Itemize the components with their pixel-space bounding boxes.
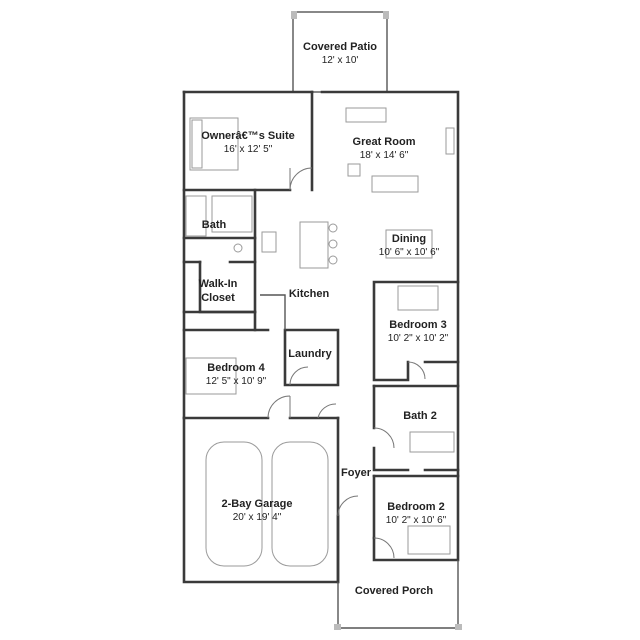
room-name: Bedroom 2 bbox=[387, 501, 445, 513]
room-dims: 12' 5" x 10' 9" bbox=[205, 376, 267, 387]
room-dims: 10' 6" x 10' 6" bbox=[378, 247, 440, 258]
room-label-bedroom-4: Bedroom 4 12' 5" x 10' 9" bbox=[206, 361, 266, 389]
room-name: Laundry bbox=[288, 348, 332, 360]
room-name: Kitchen bbox=[288, 288, 330, 300]
room-label-foyer: Foyer bbox=[341, 466, 371, 480]
room-label-bedroom-3: Bedroom 3 10' 2" x 10' 2" bbox=[388, 318, 448, 346]
room-name: Bedroom 4 bbox=[207, 362, 265, 374]
fixtures bbox=[185, 107, 455, 567]
room-dims: 10' 2" x 10' 6" bbox=[385, 515, 447, 526]
room-label-kitchen: Kitchen bbox=[289, 287, 329, 301]
exterior-walls bbox=[182, 90, 460, 584]
room-name: Covered Porch bbox=[354, 585, 434, 597]
covered-porch-frame bbox=[334, 560, 462, 630]
room-name: Bath bbox=[201, 219, 227, 231]
room-label-bath-2: Bath 2 bbox=[403, 409, 437, 423]
room-name: Bath 2 bbox=[403, 410, 437, 422]
room-dims: 12' x 10' bbox=[321, 55, 359, 66]
room-label-bath: Bath bbox=[202, 218, 226, 232]
room-name: Ownerâ€™s Suite bbox=[201, 130, 295, 142]
door-swings bbox=[267, 167, 426, 559]
room-name: Foyer bbox=[341, 467, 371, 479]
room-name: 2-Bay Garage bbox=[221, 498, 293, 510]
room-name: Bedroom 3 bbox=[389, 319, 447, 331]
room-name: Covered Patio bbox=[303, 41, 377, 53]
room-name: Great Room bbox=[352, 136, 416, 148]
room-dims: 10' 2" x 10' 2" bbox=[387, 333, 449, 344]
room-label-great-room: Great Room 18' x 14' 6" bbox=[353, 135, 416, 163]
room-label-patio: Covered Patio 12' x 10' bbox=[303, 40, 377, 68]
room-label-dining: Dining 10' 6" x 10' 6" bbox=[379, 232, 439, 260]
room-label-bedroom-2: Bedroom 2 10' 2" x 10' 6" bbox=[386, 500, 446, 528]
room-label-walk-in-closet: Walk-In Closet bbox=[196, 277, 240, 305]
room-label-covered-porch: Covered Porch bbox=[355, 584, 433, 598]
interior-walls bbox=[182, 90, 460, 540]
room-name: Walk-In Closet bbox=[198, 278, 238, 304]
room-dims: 20' x 19' 4" bbox=[232, 512, 282, 523]
room-name: Dining bbox=[391, 233, 427, 245]
room-label-garage: 2-Bay Garage 20' x 19' 4" bbox=[222, 497, 293, 525]
room-dims: 16' x 12' 5" bbox=[223, 144, 273, 155]
room-label-laundry: Laundry bbox=[288, 347, 331, 361]
room-label-owner-suite: Ownerâ€™s Suite 16' x 12' 5" bbox=[201, 129, 295, 157]
room-dims: 18' x 14' 6" bbox=[359, 150, 409, 161]
